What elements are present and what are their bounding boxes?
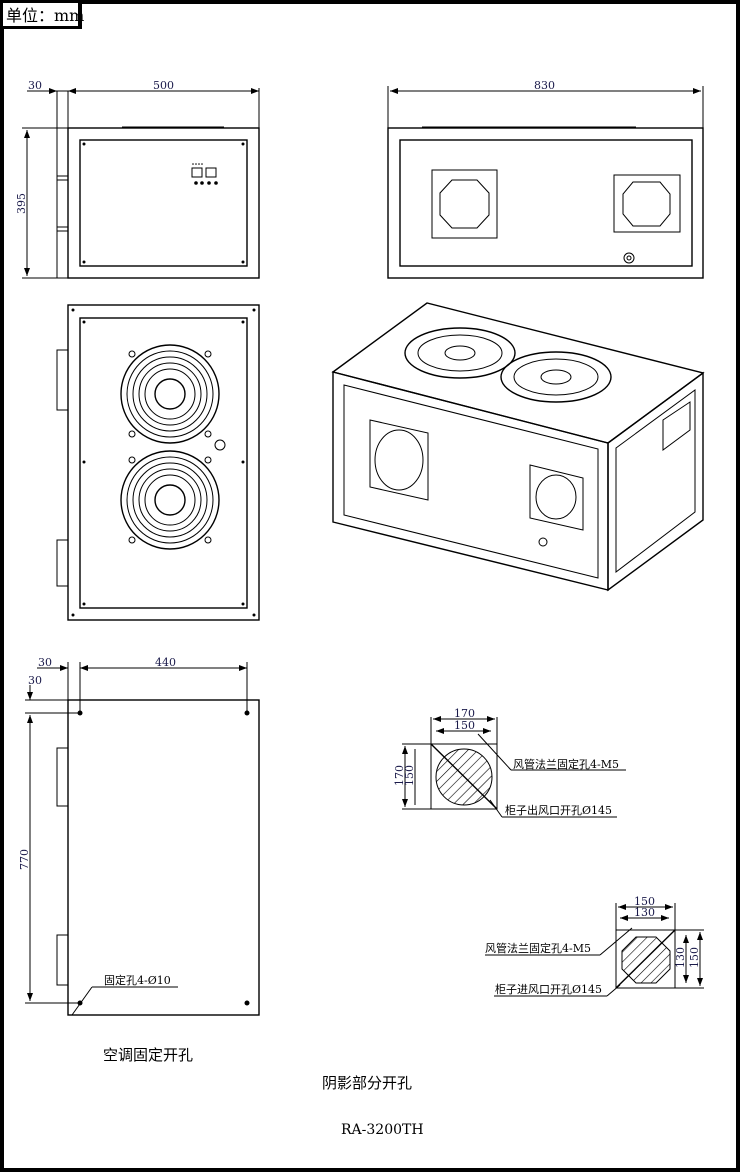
dim-hole-span: 440 <box>155 656 176 669</box>
dim-mount-height: 770 <box>18 849 31 870</box>
front-view: 30 500 395 <box>15 79 260 279</box>
model-number: RA-3200TH <box>341 1122 424 1138</box>
dim-outlet-inner-w: 150 <box>454 719 475 732</box>
inlet-detail: 150 130 150 130 风管法兰固定孔4-M5 柜子进风口开孔Ø145 <box>485 895 704 997</box>
mount-hole-note: 固定孔4-Ø10 <box>104 973 171 987</box>
dim-inlet-outer-w: 150 <box>634 895 655 908</box>
dim-mount-offset-y: 30 <box>28 674 42 687</box>
dim-outlet-outer-w: 170 <box>454 707 475 720</box>
outlet-hole-note: 柜子出风口开孔Ø145 <box>505 803 612 817</box>
sheet <box>4 4 736 1168</box>
fan-2-icon <box>120 450 220 550</box>
dim-outlet-inner-h: 150 <box>403 765 416 786</box>
inlet-flange-note: 风管法兰固定孔4-M5 <box>485 941 591 955</box>
dim-width: 500 <box>153 79 174 92</box>
unit-label-box: 单位：mm <box>0 0 84 29</box>
shaded-caption: 阴影部分开孔 <box>322 1074 412 1092</box>
top-view <box>56 304 260 621</box>
side-view: 830 <box>387 79 704 279</box>
dim-inlet-inner-h: 130 <box>674 947 687 968</box>
outlet-detail: 170 150 170 150 风管法兰固定孔4-M5 柜子出风口开孔Ø145 <box>393 707 626 818</box>
dim-mount-offset-x: 30 <box>38 656 52 669</box>
dim-outlet-outer-h: 170 <box>393 765 406 786</box>
dim-flange: 30 <box>28 79 42 92</box>
outlet-flange-note: 风管法兰固定孔4-M5 <box>513 757 619 771</box>
dim-inlet-outer-h: 150 <box>688 947 701 968</box>
isometric-view <box>331 302 705 592</box>
mount-caption: 空调固定开孔 <box>103 1046 193 1064</box>
fan-1-icon <box>120 344 220 444</box>
dim-side-width: 830 <box>534 79 555 92</box>
outlet-flange <box>431 169 498 239</box>
mount-view: 30 440 30 770 固定孔4-Ø10 空调固定开孔 <box>18 656 260 1064</box>
iso-fan-2-icon <box>500 351 612 403</box>
inlet-hole-note: 柜子进风口开孔Ø145 <box>495 983 602 996</box>
inlet-flange <box>613 174 681 233</box>
iso-fan-1-icon <box>404 327 516 379</box>
dim-inlet-inner-w: 130 <box>634 906 655 919</box>
unit-label: 单位：mm <box>6 6 84 25</box>
controller-display <box>191 163 218 185</box>
dim-height: 395 <box>15 193 28 214</box>
